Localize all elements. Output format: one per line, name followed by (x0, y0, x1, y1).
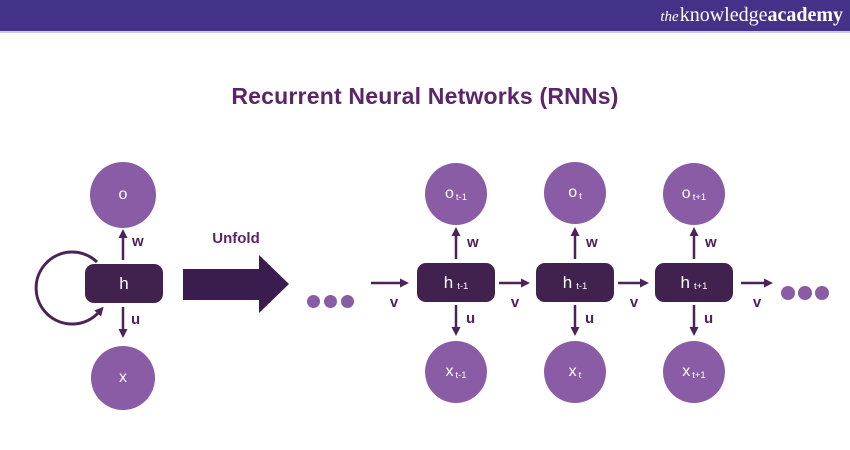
unit1-hidden-label: h (562, 272, 573, 292)
unit2-output-sub: t+1 (692, 192, 707, 204)
brand-academy: academy (767, 4, 843, 26)
unit0-w-label: w (467, 234, 479, 251)
unit1-u-label: u (585, 310, 595, 327)
unit2-hidden-label: h (680, 272, 690, 292)
unit2-input-label: x (682, 363, 691, 380)
folded-output-label: o (118, 186, 128, 203)
folded-hidden-label: h (119, 273, 129, 293)
unit0-hidden-sub: t-1 (457, 280, 469, 292)
unit2-w-label: w (705, 234, 717, 251)
folded-input-label: x (119, 369, 127, 386)
unfold-block-arrow-icon (183, 255, 289, 313)
unit1-output-sub: t (579, 191, 582, 203)
ellipsis-dot (781, 286, 795, 300)
folded-hidden-node: h (85, 264, 163, 303)
unit1-input-label: x (568, 363, 577, 380)
v-label-2: v (629, 294, 639, 311)
unit2-output-label: o (681, 185, 691, 202)
ellipsis-left-icon (307, 295, 354, 308)
unit0-input-sub: t-1 (455, 370, 467, 382)
v-label-3: v (752, 294, 762, 311)
unit1-input-sub: t (578, 370, 582, 382)
unit1-hidden-sub: t-1 (576, 280, 588, 292)
unit2-hidden-sub: t+1 (693, 280, 708, 292)
ellipsis-dot (324, 295, 337, 308)
ellipsis-dot (798, 286, 812, 300)
folded-w-label: w (132, 233, 144, 250)
unit0-output-label: o (445, 185, 454, 202)
unit1-w-label: w (586, 234, 598, 251)
brand-the: the (660, 9, 679, 25)
unit0-u-label: u (466, 310, 476, 327)
brand-knowledge: knowledge (679, 4, 768, 26)
v-label-1: v (510, 294, 520, 311)
v-label-0: v (389, 294, 399, 311)
folded-input-node: x (91, 346, 155, 410)
self-loop-arrow (34, 250, 104, 326)
ellipsis-right-icon (781, 286, 829, 300)
folded-output-node: o (90, 162, 156, 228)
unit0-hidden-label: h (443, 272, 454, 292)
unit1-output-label: o (568, 184, 578, 201)
ellipsis-dot (815, 286, 829, 300)
folded-u-label: u (131, 311, 141, 328)
unfold-label: Unfold (212, 230, 260, 247)
unit0-input-label: x (445, 363, 454, 380)
ellipsis-dot (341, 295, 354, 308)
unit2-u-label: u (704, 310, 714, 327)
ellipsis-dot (307, 295, 320, 308)
unit2-input-sub: t+1 (692, 370, 706, 382)
page-title: Recurrent Neural Networks (RNNs) (231, 83, 619, 109)
unit0-output-sub: t-1 (455, 192, 467, 204)
